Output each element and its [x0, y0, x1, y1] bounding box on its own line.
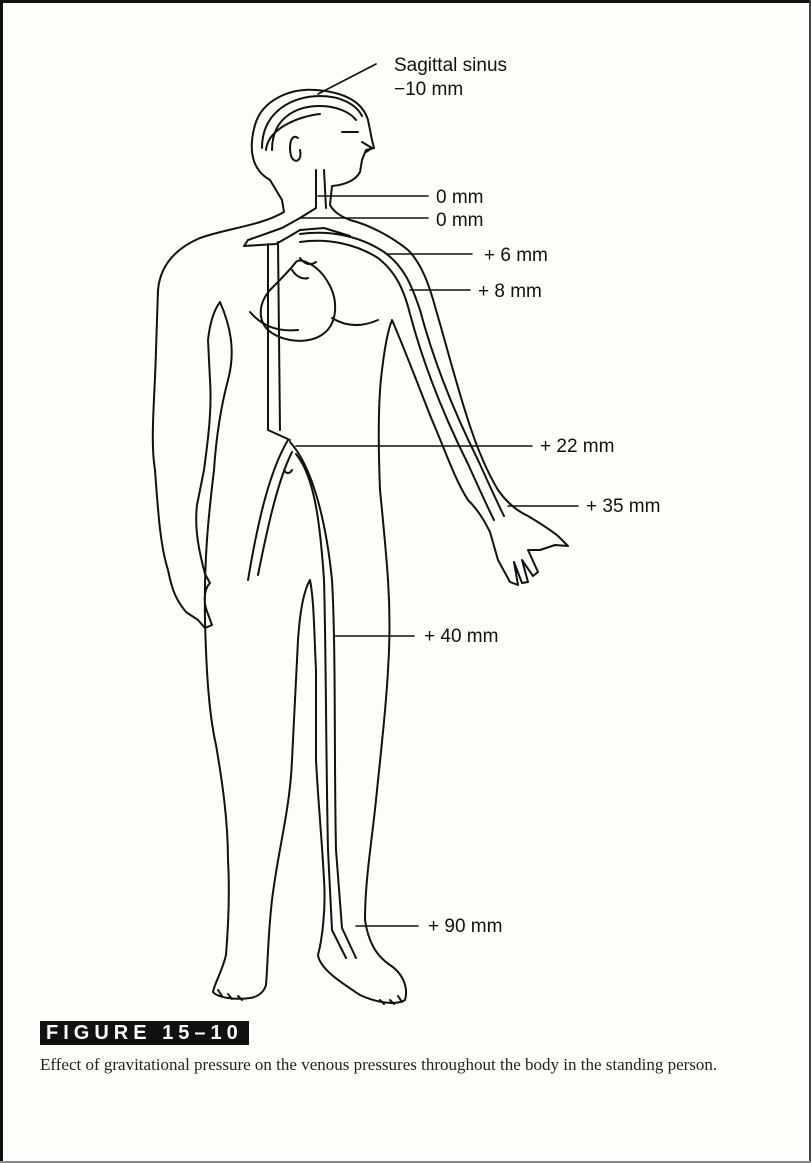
vena-cava-inner	[278, 242, 280, 430]
iliac-vein-right	[248, 440, 288, 580]
ear	[290, 137, 300, 161]
label-upper-arm: + 8 mm	[478, 282, 542, 301]
figure-number-badge: FIGURE 15–10	[40, 1021, 249, 1045]
label-abdomen: + 22 mm	[540, 437, 614, 456]
chest-line	[250, 312, 298, 330]
label-wrist: + 35 mm	[586, 497, 660, 516]
sagittal-sinus-inner	[272, 106, 356, 150]
label-sagittal-pressure: −10 mm	[394, 80, 463, 99]
sagittal-sinus	[262, 96, 362, 148]
body-outline	[153, 90, 568, 1003]
chest-line-right	[332, 318, 378, 325]
heart	[261, 261, 335, 341]
label-ankle: + 90 mm	[428, 917, 502, 936]
label-sagittal-sinus: Sagittal sinus	[394, 56, 507, 75]
iliac-vein-left	[290, 442, 356, 958]
jugular-vein-inner	[324, 170, 326, 208]
label-neck-lower: 0 mm	[436, 211, 484, 230]
figure-caption: Effect of gravitational pressure on the …	[40, 1054, 800, 1076]
label-thigh: + 40 mm	[424, 627, 498, 646]
label-neck-upper: 0 mm	[436, 188, 484, 207]
leader-sagittal	[318, 64, 376, 94]
label-shoulder: + 6 mm	[484, 246, 548, 265]
face-profile	[362, 142, 372, 152]
